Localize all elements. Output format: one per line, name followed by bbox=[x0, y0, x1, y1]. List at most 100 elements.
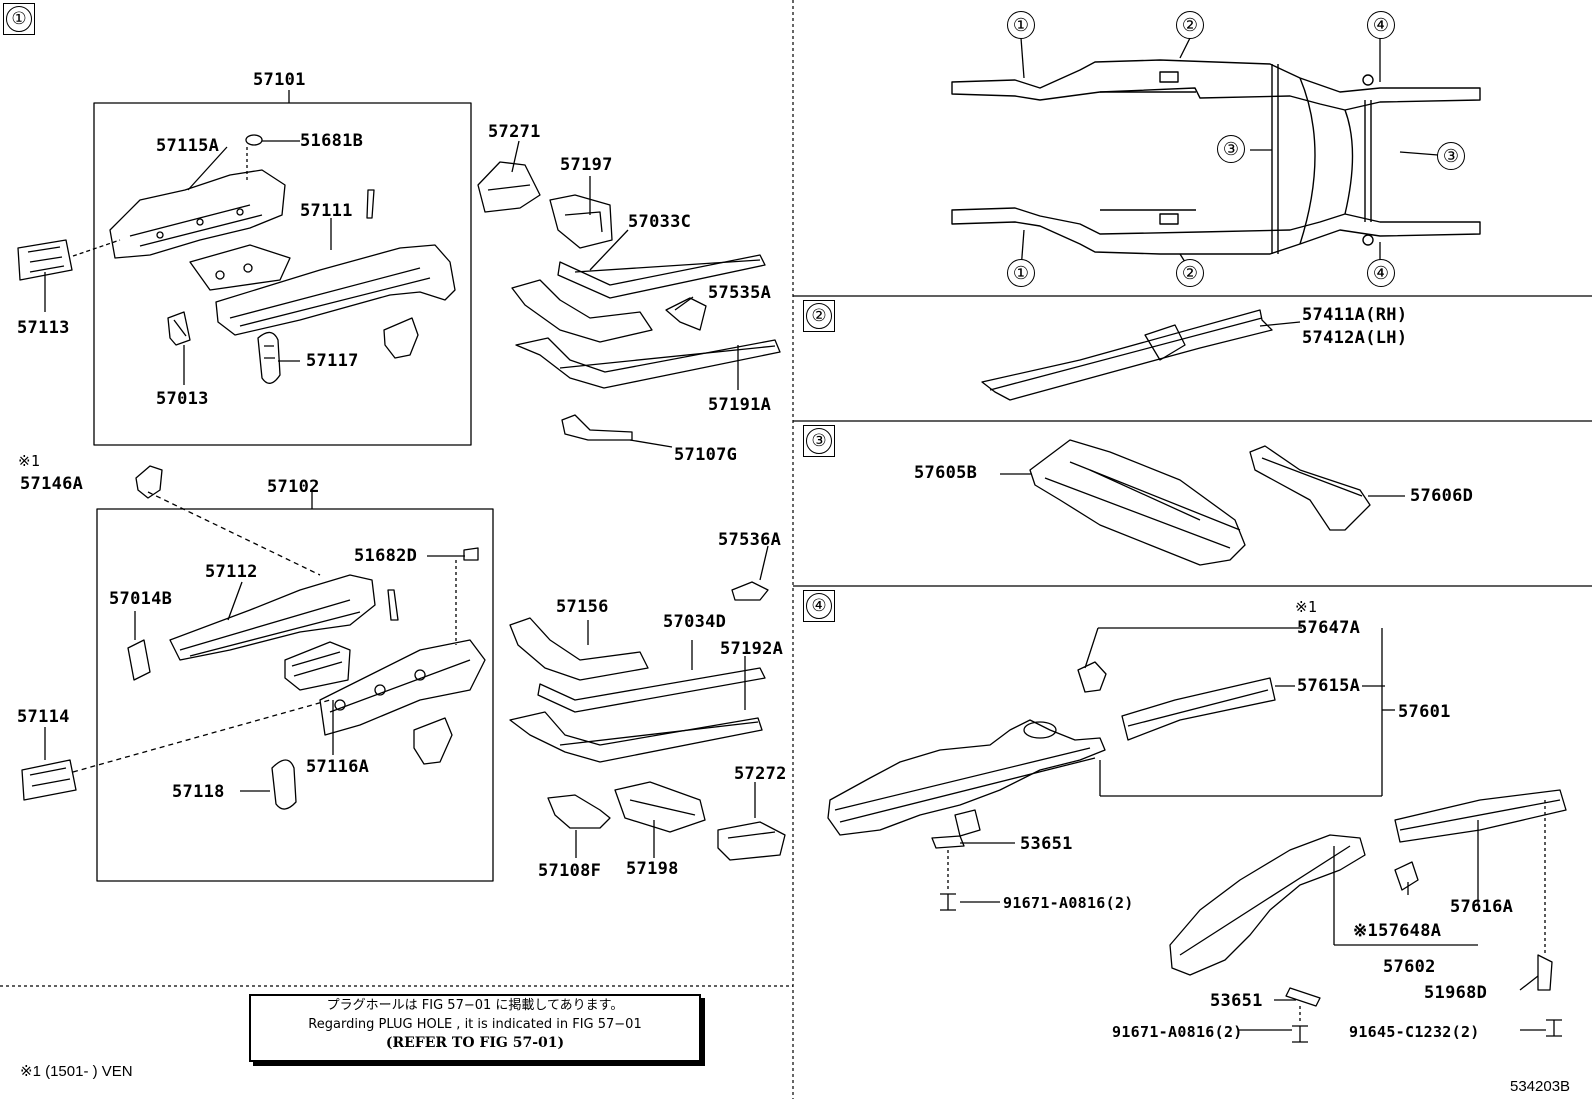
sketch-bracket-57102 bbox=[413, 717, 453, 765]
part-number-57616A: 57616A bbox=[1450, 897, 1514, 917]
part-number-57606D: 57606D bbox=[1410, 486, 1474, 506]
part-number-57033C: 57033C bbox=[628, 212, 692, 232]
part-number-53651-upper: 53651 bbox=[1020, 834, 1073, 854]
section-marker-4: ④ bbox=[803, 590, 835, 622]
note-english-line: Regarding PLUG HOLE , it is indicated in… bbox=[308, 1017, 642, 1032]
part-number-57013: 57013 bbox=[156, 389, 209, 409]
overview-callout-2-top: ② bbox=[1176, 11, 1204, 39]
sketch-57108F bbox=[547, 794, 611, 829]
sketch-57605B bbox=[1000, 439, 1246, 566]
part-number-57116A: 57116A bbox=[306, 757, 370, 777]
reference-note-box: プラグホールは FIG 57−01 に掲載してあります。 Regarding P… bbox=[249, 994, 701, 1062]
sketch-57146A bbox=[135, 465, 163, 499]
part-number-91671-A0816-upper: 91671-A0816(2) bbox=[1003, 894, 1134, 912]
part-number-57112: 57112 bbox=[205, 562, 258, 582]
part-number-57101: 57101 bbox=[253, 70, 306, 90]
sketch-57601 bbox=[827, 661, 1276, 837]
part-number-57198: 57198 bbox=[626, 859, 679, 879]
group-box-57102 bbox=[96, 508, 494, 882]
sketch-51682D bbox=[463, 547, 479, 561]
part-number-57192A: 57192A bbox=[720, 639, 784, 659]
sketch-engine-mount bbox=[284, 641, 351, 691]
sketch-57115A bbox=[109, 169, 286, 259]
part-number-57146A: 57146A bbox=[20, 474, 84, 494]
sketch-bracket-57101 bbox=[383, 317, 419, 359]
group-box-57101 bbox=[93, 102, 472, 446]
sketch-57014B bbox=[127, 639, 151, 681]
part-number-51681B: 51681B bbox=[300, 131, 364, 151]
applicability-mark-57146A: ※1 bbox=[18, 452, 41, 470]
part-number-57411A-rh: 57411A(RH) bbox=[1302, 305, 1408, 325]
part-number-57114: 57114 bbox=[17, 707, 70, 727]
sketch-57116A bbox=[319, 639, 486, 736]
overview-callout-3-left: ③ bbox=[1217, 135, 1245, 163]
section-marker-3: ③ bbox=[803, 425, 835, 457]
part-number-91671-A0816-lower: 91671-A0816(2) bbox=[1112, 1023, 1243, 1041]
sketch-57197 bbox=[549, 194, 613, 249]
part-number-57191A: 57191A bbox=[708, 395, 772, 415]
part-number-57014B: 57014B bbox=[109, 589, 173, 609]
part-number-57535A: 57535A bbox=[708, 283, 772, 303]
sketch-57606D bbox=[1249, 445, 1405, 531]
sketch-57114 bbox=[21, 759, 77, 801]
figure-id: 534203B bbox=[1510, 1078, 1571, 1095]
sketch-57118 bbox=[271, 759, 297, 810]
sketch-57602 bbox=[1169, 789, 1567, 976]
part-number-57108F: 57108F bbox=[538, 861, 602, 881]
sketch-fasteners-s4 bbox=[931, 835, 1562, 1043]
part-number-57118: 57118 bbox=[172, 782, 225, 802]
part-number-57605B: 57605B bbox=[914, 463, 978, 483]
part-number-57615A: 57615A bbox=[1297, 676, 1361, 696]
section-marker-2: ② bbox=[803, 300, 835, 332]
sketch-57113 bbox=[17, 239, 73, 281]
part-number-57107G: 57107G bbox=[674, 445, 738, 465]
overview-callout-1-bottom: ① bbox=[1007, 259, 1035, 287]
sketch-51681B bbox=[245, 134, 263, 146]
applicability-mark-57647A: ※1 bbox=[1295, 598, 1318, 616]
sketch-57033C bbox=[557, 254, 766, 299]
sketch-frame-overview bbox=[951, 59, 1481, 255]
part-number-57648A: ※157648A bbox=[1353, 921, 1442, 941]
sketch-57271 bbox=[477, 161, 541, 213]
part-number-91645-C1232: 91645-C1232(2) bbox=[1349, 1023, 1480, 1041]
note-refer-line: (REFER TO FIG 57-01) bbox=[385, 1035, 565, 1051]
sketch-57411A-57412A bbox=[981, 309, 1301, 401]
part-number-57536A: 57536A bbox=[718, 530, 782, 550]
sketch-57272 bbox=[717, 821, 786, 861]
overview-callout-3-right: ③ bbox=[1437, 142, 1465, 170]
leaders-s4 bbox=[947, 627, 1546, 1031]
overview-callout-2-bottom: ② bbox=[1176, 259, 1204, 287]
sketch-57192A bbox=[509, 711, 763, 763]
applicability-footnote: ※1 (1501- ) VEN bbox=[20, 1063, 133, 1080]
sketch-57117 bbox=[257, 331, 281, 384]
part-number-57102: 57102 bbox=[267, 477, 320, 497]
part-number-51968D: 51968D bbox=[1424, 983, 1488, 1003]
leaders-top-left bbox=[44, 90, 739, 448]
part-number-57113: 57113 bbox=[17, 318, 70, 338]
section-rules bbox=[793, 295, 1592, 587]
section-marker-1: ① bbox=[3, 3, 35, 35]
part-number-57117: 57117 bbox=[306, 351, 359, 371]
sketch-57536A bbox=[731, 581, 769, 601]
part-number-57271: 57271 bbox=[488, 122, 541, 142]
sketch-57535A bbox=[665, 297, 707, 331]
note-japanese-line: プラグホールは FIG 57−01 に掲載してあります。 bbox=[326, 998, 624, 1013]
sketch-57013 bbox=[167, 311, 191, 346]
part-number-57115A: 57115A bbox=[156, 136, 220, 156]
part-number-57034D: 57034D bbox=[663, 612, 727, 632]
sketch-57156 bbox=[509, 617, 649, 681]
part-number-57412A-lh: 57412A(LH) bbox=[1302, 328, 1408, 348]
sketch-57107G bbox=[561, 414, 633, 441]
part-number-57272: 57272 bbox=[734, 764, 787, 784]
part-number-57647A: 57647A bbox=[1297, 618, 1361, 638]
overview-callout-4-top: ④ bbox=[1367, 11, 1395, 39]
leaders-bottom-left bbox=[44, 490, 769, 858]
sketch-57111 bbox=[189, 189, 456, 336]
part-number-57156: 57156 bbox=[556, 597, 609, 617]
sketch-57191A bbox=[511, 279, 781, 389]
part-number-57602: 57602 bbox=[1383, 957, 1436, 977]
sketch-57198 bbox=[614, 781, 706, 833]
sketch-57034D bbox=[537, 667, 766, 713]
sketch-57112 bbox=[169, 574, 399, 661]
